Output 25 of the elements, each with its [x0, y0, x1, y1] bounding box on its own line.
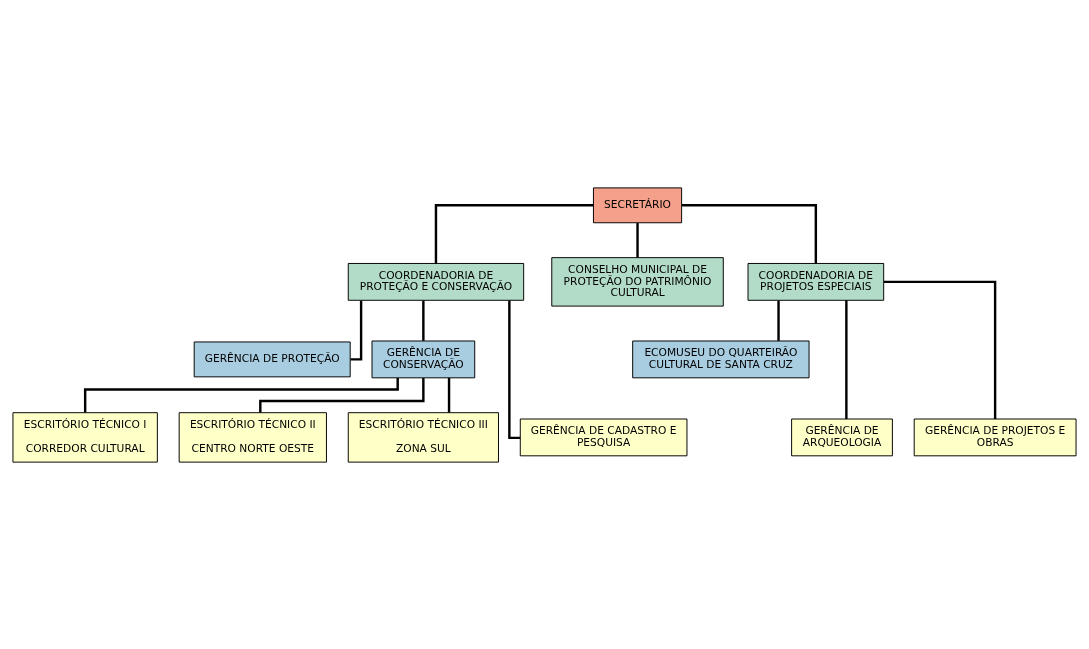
- node-box: COORDENADORIA DE PROJETOS ESPECIAIS: [747, 262, 885, 301]
- node-box: GERÊNCIA DE PROTEÇÃO: [193, 340, 351, 377]
- node-box: COORDENADORIA DE PROTEÇÃO E CONSERVAÇÃO: [347, 262, 525, 301]
- node-box: GERÊNCIA DE PROJETOS E OBRAS: [913, 418, 1077, 456]
- connector: [434, 203, 594, 263]
- node-box: CONSELHO MUNICIPAL DE PROTEÇÃO DO PATRIMÔNIO CULTURAL: [551, 256, 724, 307]
- connector: [636, 222, 639, 258]
- connector: [259, 377, 425, 413]
- node-box: ECOMUSEU DO QUARTEIRÃO CULTURAL DE SANTA CRUZ: [632, 340, 810, 378]
- connector: [447, 377, 451, 413]
- node-box: GERÊNCIA DE ARQUEOLOGIA: [791, 418, 893, 456]
- connector: [777, 300, 780, 341]
- connector: [508, 299, 521, 439]
- node-box: SECRETÁRIO: [592, 186, 683, 223]
- connector: [350, 300, 363, 361]
- node-box: ESCRITÓRIO TÉCNICO I CORREDOR CULTURAL: [12, 411, 158, 463]
- connector: [845, 299, 848, 419]
- node-box: ESCRITÓRIO TÉCNICO II CENTRO NORTE OESTE: [178, 411, 327, 463]
- connector: [422, 300, 425, 341]
- node-box: ESCRITÓRIO TÉCNICO III ZONA SUL: [347, 411, 499, 463]
- node-box: GERÊNCIA DE CADASTRO E PESQUISA: [519, 418, 688, 456]
- connector: [83, 377, 399, 413]
- connector: [883, 280, 997, 419]
- connector: [682, 203, 818, 263]
- node-box: GERÊNCIA DE CONSERVAÇÃO: [371, 340, 476, 378]
